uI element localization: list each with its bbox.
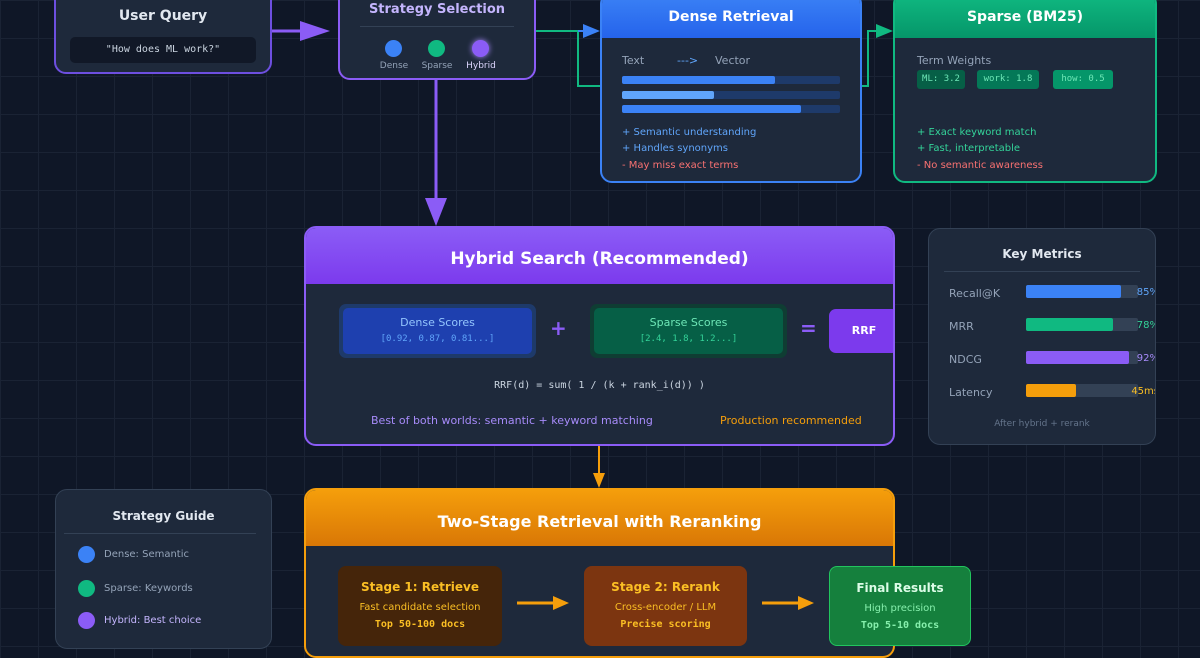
divider (360, 26, 514, 27)
term-chip: how: 0.5 (1053, 70, 1113, 89)
term-chip: ML: 3.2 (917, 70, 965, 89)
equals-sign: = (800, 316, 817, 340)
dense-dot-icon (78, 546, 95, 563)
metrics-footer: After hybrid + rerank (994, 419, 1090, 429)
rrf-formula: RRF(d) = sum( 1 / (k + rank_i(d)) ) (494, 380, 705, 391)
hybrid-note: Best of both worlds: semantic + keyword … (371, 414, 653, 427)
sparse-title: Sparse (BM25) (895, 0, 1155, 38)
guide-item: Dense: Semantic (104, 549, 190, 560)
hybrid-title: Hybrid Search (Recommended) (306, 228, 893, 284)
metric-recall: Recall@K85% (949, 285, 1155, 300)
vector-bar (622, 91, 840, 99)
sparse-bm25-card: Sparse (BM25) Term Weights ML: 3.2 work:… (893, 0, 1157, 183)
hybrid-option-dot[interactable] (472, 40, 489, 57)
sparse-scores-box: Sparse Scores [2.4, 1.8, 1.2...] (590, 304, 787, 358)
strategy-selection-card: Strategy Selection Dense Sparse Hybrid (338, 0, 536, 80)
sparse-option-dot[interactable] (428, 40, 445, 57)
hybrid-dot-icon (78, 612, 95, 629)
sparse-scores-values: [2.4, 1.8, 1.2...] (639, 334, 738, 344)
arrow-label: ---> (677, 54, 699, 67)
dense-pro: + Handles synonyms (622, 143, 729, 154)
divider (64, 533, 256, 534)
guide-title: Strategy Guide (112, 509, 215, 523)
strategy-selection-title: Strategy Selection (368, 2, 506, 17)
hybrid-search-card: Hybrid Search (Recommended) Dense Scores… (304, 226, 895, 446)
sparse-con: - No semantic awareness (917, 160, 1043, 171)
sparse-pro: + Exact keyword match (917, 127, 1037, 138)
sparse-scores-label: Sparse Scores (649, 316, 728, 329)
metrics-title: Key Metrics (1002, 247, 1082, 261)
query-input[interactable]: "How does ML work?" (70, 37, 256, 63)
dense-scores-values: [0.92, 0.87, 0.81...] (380, 334, 495, 344)
sparse-option-label[interactable]: Sparse (421, 61, 453, 71)
strategy-guide-card: Strategy Guide Dense: Semantic Sparse: K… (55, 489, 272, 649)
sparse-pro: + Fast, interpretable (917, 143, 1021, 154)
rrf-box: RRF (829, 309, 893, 353)
vector-label: Vector (715, 54, 751, 67)
dense-scores-box: Dense Scores [0.92, 0.87, 0.81...] (339, 304, 536, 358)
guide-item: Hybrid: Best choice (104, 615, 202, 626)
hybrid-option-label[interactable]: Hybrid (466, 61, 496, 71)
text-label: Text (622, 54, 645, 67)
plus-sign: + (550, 316, 567, 340)
dense-pro: + Semantic understanding (622, 127, 757, 138)
term-weights-label: Term Weights (917, 54, 992, 67)
vector-bar (622, 76, 840, 84)
production-note: Production recommended (720, 414, 862, 427)
divider (944, 271, 1140, 272)
dense-retrieval-card: Dense Retrieval Text ---> Vector + Seman… (600, 0, 862, 183)
metric-latency: Latency45ms (949, 384, 1155, 399)
guide-item: Sparse: Keywords (104, 583, 193, 594)
dense-option-label[interactable]: Dense (379, 61, 409, 71)
arrow-right-icon (762, 596, 814, 610)
dense-option-dot[interactable] (385, 40, 402, 57)
two-stage-title: Two-Stage Retrieval with Reranking (306, 490, 893, 546)
vector-bar (622, 105, 840, 113)
user-query-card: User Query "How does ML work?" (54, 0, 272, 74)
sparse-dot-icon (78, 580, 95, 597)
dense-scores-label: Dense Scores (400, 316, 475, 329)
arrow-right-icon (517, 596, 569, 610)
term-chip: work: 1.8 (977, 70, 1039, 89)
user-query-title: User Query (118, 8, 208, 24)
dense-con: - May miss exact terms (622, 160, 739, 171)
dense-title: Dense Retrieval (602, 0, 860, 38)
